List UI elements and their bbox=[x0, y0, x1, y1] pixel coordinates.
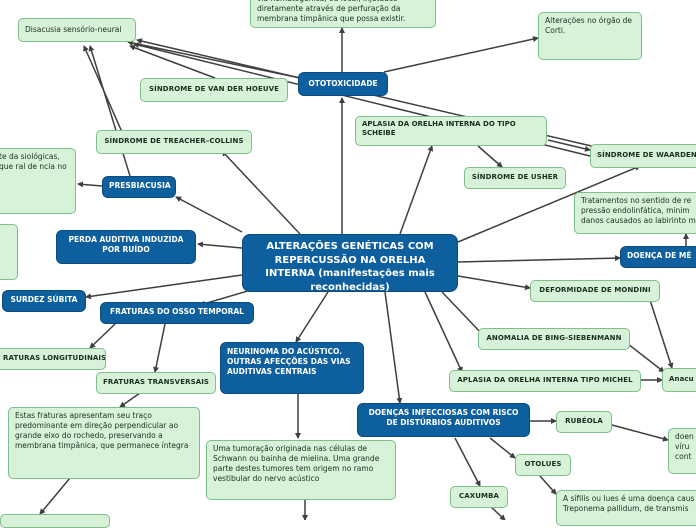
surdez-subita-node[interactable]: SURDEZ SÚBITA bbox=[2, 290, 86, 312]
mondini-node[interactable]: DEFORMIDADE DE MONDINI bbox=[530, 280, 660, 302]
usher-node[interactable]: SÍNDROME DE USHER bbox=[464, 167, 566, 189]
meniere-note[interactable]: Tratamentos no sentido de re pressão end… bbox=[574, 192, 696, 234]
infecciosas-node[interactable]: DOENÇAS INFECCIOSAS COM RISCO DE DISTÚRB… bbox=[357, 403, 530, 437]
aplasia-scheibe-node[interactable]: APLASIA DA ORELHA INTERNA DO TIPO SCHEIB… bbox=[355, 116, 547, 146]
edge-vanderhoeve-disacusia bbox=[129, 44, 216, 79]
edge-central-perda-ruido bbox=[197, 241, 243, 249]
fraturas-longitudinais-node[interactable]: RATURAS LONGITUDINAIS bbox=[0, 348, 106, 370]
orgao-de-corti-node[interactable]: Alterações no órgão de Corti. bbox=[538, 12, 642, 60]
edge-transvnote-down bbox=[39, 477, 71, 515]
presbiacusia-node[interactable]: PRESBIACUSIA bbox=[102, 176, 176, 198]
edge-scheibe-waardenburg bbox=[547, 139, 591, 152]
ototoxicity-application-note[interactable]: via hematogênica, ou local, injetados di… bbox=[250, 0, 436, 28]
edge-central-neurinoma bbox=[295, 291, 329, 343]
bing-siebenmann-node[interactable]: ANOMALIA DE BING-SIEBENMANN bbox=[478, 328, 630, 350]
van-der-hoeve-node[interactable]: SÍNDROME DE VAN DER HOEUVE bbox=[140, 78, 288, 102]
edge-ototoxicidade-orgao bbox=[383, 36, 539, 73]
edge-fraturas-long bbox=[89, 323, 116, 349]
edge-presbiacusia-note bbox=[77, 181, 103, 188]
edge-infecciosas-otolues bbox=[489, 437, 516, 459]
edge-central-meniere bbox=[457, 255, 621, 263]
edge-central-bing bbox=[441, 291, 485, 337]
edge-central-michel bbox=[424, 291, 463, 373]
edge-scheibe-usher bbox=[477, 145, 503, 168]
perda-ruido-node[interactable]: PERDA AUDITIVA INDUZIDA POR RUÍDO bbox=[56, 230, 196, 264]
fraturas-transversais-note[interactable]: Estas fraturas apresentam seu traço pred… bbox=[8, 407, 200, 479]
ototoxicidade-node[interactable]: OTOTOXICIDADE bbox=[298, 72, 388, 96]
fraturas-temporal-node[interactable]: FRATURAS DO OSSO TEMPORAL bbox=[100, 302, 254, 324]
edge-presbiacusia-disacusia bbox=[88, 45, 131, 177]
edge-bing-anacusia bbox=[627, 343, 665, 373]
edge-fraturas-transv bbox=[153, 323, 166, 373]
edge-central-aplasia-scheibe bbox=[399, 145, 434, 235]
edge-infecciosas-caxumba bbox=[454, 437, 481, 487]
edge-central-infecciosas bbox=[384, 291, 403, 404]
edge-otolues-note bbox=[539, 475, 557, 495]
neurinoma-note[interactable]: Uma tumoração originada nas células de S… bbox=[206, 440, 396, 500]
caxumba-node[interactable]: CAXUMBA bbox=[450, 486, 508, 508]
rubeola-note[interactable]: doen víru cont bbox=[668, 428, 696, 474]
edge-central-mondini bbox=[457, 275, 531, 291]
edge-caxumba-down bbox=[489, 505, 506, 520]
edge-central-surdez bbox=[85, 274, 243, 300]
bottom-left-card[interactable] bbox=[0, 514, 110, 528]
treacher-collins-node[interactable]: SÍNDROME DE TREACHER–COLLINS bbox=[96, 130, 252, 154]
disacusia-node[interactable]: Disacusia sensório-neural bbox=[18, 18, 136, 42]
edge-central-waardenburg bbox=[457, 165, 641, 243]
fraturas-transversais-node[interactable]: FRATURAS TRANSVERSAIS bbox=[96, 372, 216, 394]
neurinoma-node[interactable]: NEURINOMA DO ACÚSTICO. OUTRAS AFECÇÕES D… bbox=[220, 342, 364, 394]
anacusia-node[interactable]: Anacu bbox=[662, 368, 696, 392]
edge-mondini-anacusia bbox=[649, 299, 674, 369]
left-edge-card[interactable] bbox=[0, 224, 18, 280]
sifilis-note[interactable]: A sífilis ou lues é uma doença caus Trep… bbox=[556, 490, 696, 526]
edge-central-presbiacusia bbox=[175, 196, 243, 233]
otolues-node[interactable]: OTOLUES bbox=[515, 454, 571, 476]
edge-rubeola-note bbox=[611, 424, 669, 442]
rubeola-node[interactable]: RUBÉOLA bbox=[556, 411, 612, 433]
edge-central-treacher bbox=[221, 150, 301, 235]
edge-transv-note bbox=[119, 392, 141, 408]
meniere-node[interactable]: DOENÇA DE MÉ bbox=[620, 246, 696, 268]
aplasia-michel-node[interactable]: APLASIA DA ORELHA INTERNA TIPO MICHEL bbox=[449, 370, 641, 392]
presbiacusia-note[interactable]: te da siológicas, que ral de ncia no bbox=[0, 148, 76, 214]
central-topic[interactable]: ALTERAÇÕES GENÉTICAS COM REPERCUSSÃO NA … bbox=[242, 234, 458, 292]
waardenburg-node[interactable]: SÍNDROME DE WAARDENBURG bbox=[590, 144, 696, 168]
